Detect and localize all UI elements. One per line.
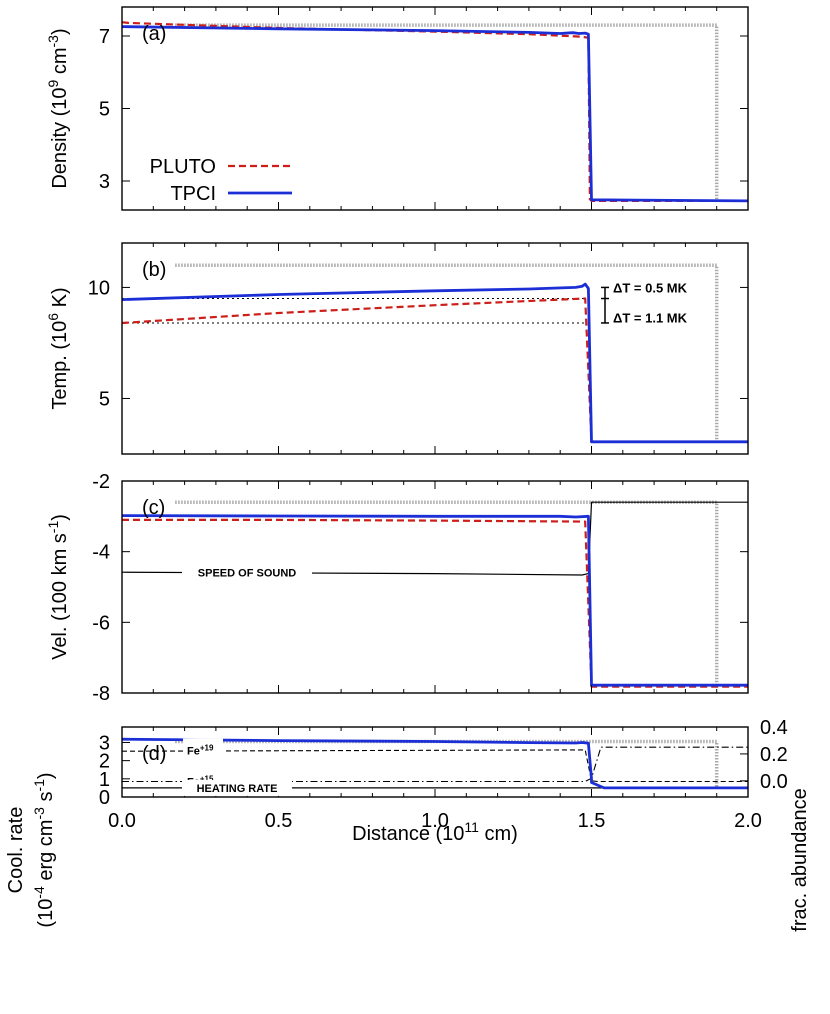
- panel-label: (b): [142, 259, 166, 281]
- y-tick-label: 0: [99, 787, 110, 809]
- series-reference-dotted-thick-line: [175, 23, 719, 201]
- speed-of-sound-label: SPEED OF SOUND: [198, 568, 296, 580]
- y-axis-title-units: (10-4 erg cm-3 s-1): [31, 772, 57, 927]
- y-axis-title: Cool. rate: [5, 807, 27, 894]
- y2-tick-label: 0.2: [760, 744, 788, 766]
- panel-label: (a): [142, 23, 166, 45]
- y-tick-label: 7: [99, 26, 110, 48]
- series-tpci-line: [121, 282, 748, 444]
- panel-c: -8 -6 -4 -2 (c) Vel. (100 km s-1) SPEED OF SOU…: [45, 471, 749, 705]
- delta-t-label: ΔT = 0.5 MK: [613, 280, 688, 295]
- y-tick-label: -2: [92, 471, 110, 493]
- y-axis-title: Temp. (106 K): [45, 287, 71, 409]
- x-tick-label: 2.0: [734, 810, 762, 832]
- y-tick-label: 3: [99, 171, 110, 193]
- y-tick-label: 5: [99, 99, 110, 121]
- y-axis-title: Vel. (100 km s-1): [45, 514, 71, 660]
- x-axis-title: Distance (1011 cm): [352, 819, 518, 845]
- y2-tick-label: 0.4: [760, 717, 788, 739]
- plot-frame: [121, 480, 749, 694]
- label-background: [182, 564, 312, 581]
- y-tick-label: 10: [88, 277, 110, 299]
- y-tick-label: -4: [92, 542, 110, 564]
- series-reference-solid-thin-line: [121, 501, 748, 576]
- heating-rate-label: HEATING RATE: [197, 783, 278, 795]
- x-tick-label: 1.0: [421, 810, 449, 832]
- x-tick-label: 1.5: [578, 810, 606, 832]
- legend-label: TPCI: [170, 183, 216, 205]
- plot-frame: [121, 6, 749, 211]
- legend-label: PLUTO: [150, 156, 216, 178]
- y-tick-label: 1: [99, 769, 110, 791]
- series-tpci-line: [121, 737, 748, 790]
- legend: PLUTO TPCI: [150, 156, 292, 205]
- series-fe-19-line: [121, 749, 748, 783]
- label-background: [183, 738, 223, 757]
- series-tpci-line: [121, 25, 749, 203]
- y2-axis-title: frac. abundance: [789, 788, 811, 931]
- delta-t-label: ΔT = 1.1 MK: [613, 311, 688, 326]
- x-tick-label: 0.0: [108, 810, 136, 832]
- series-reference-dotted-thick-line: [175, 263, 719, 442]
- fe19-label: Fe+19: [187, 743, 214, 758]
- plot-frame: [121, 242, 749, 455]
- y-tick-label: -8: [92, 683, 110, 705]
- y-tick-label: -6: [92, 612, 110, 634]
- panel-label: (c): [142, 497, 165, 519]
- y-tick-label: 3: [99, 732, 110, 754]
- y-tick-label: 5: [99, 388, 110, 410]
- y-tick-label: 2: [99, 751, 110, 773]
- y-axis-title: Density (109 cm-3): [45, 28, 71, 188]
- panel-label: (d): [142, 743, 166, 765]
- panel-a: 3 5 7 (a) Density (109 cm-3) PLUTO TPCI: [45, 6, 749, 211]
- label-background: [182, 779, 292, 796]
- series-tpci-line: [121, 514, 748, 687]
- series-pluto-line: [122, 518, 748, 688]
- panel-b: 5 10 (b) Temp. (106 K) ΔT = 0.5 MK ΔT = 1.1 M…: [45, 242, 749, 455]
- series-reference-dotted-thick-line: [175, 500, 719, 686]
- x-tick-label: 0.5: [265, 810, 293, 832]
- y2-tick-label: 0.0: [760, 771, 788, 793]
